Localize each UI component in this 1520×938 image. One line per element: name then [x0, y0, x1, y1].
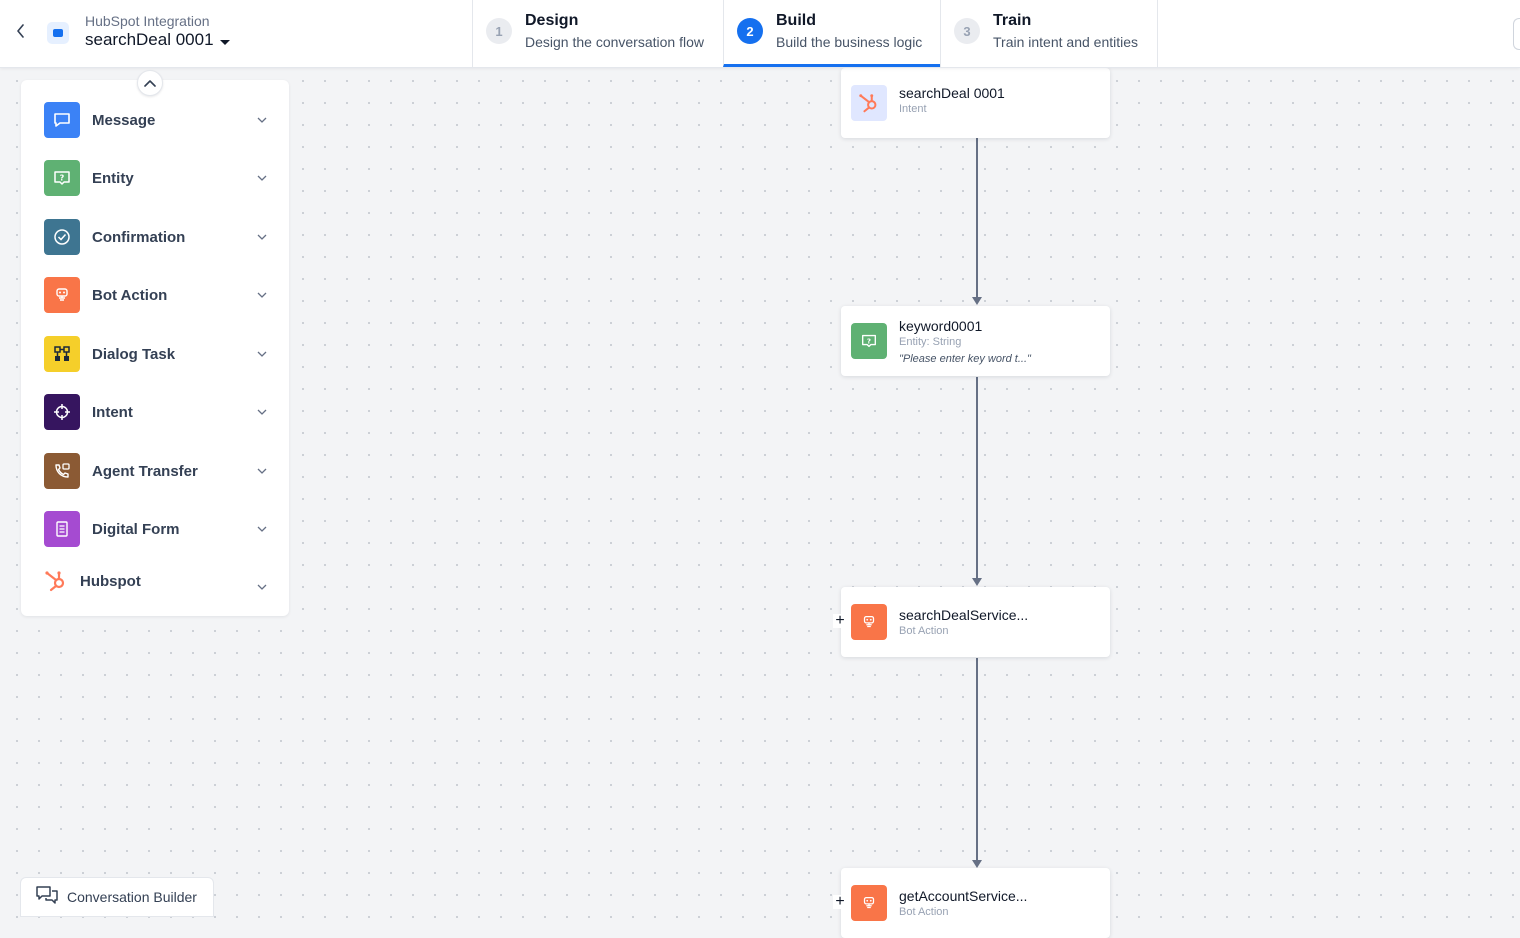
palette-item-hubspot[interactable]: Hubspot [44, 563, 268, 599]
conversation-builder-label: Conversation Builder [67, 889, 197, 905]
palette-item-label: Digital Form [92, 520, 180, 538]
node-prompt: "Please enter key word t..." [899, 353, 1031, 365]
palette-item-intent[interactable]: Intent [44, 394, 268, 430]
palette-item-confirmation[interactable]: Confirmation [44, 219, 268, 255]
message-icon [44, 102, 80, 138]
palette-item-entity[interactable]: ? Entity [44, 160, 268, 196]
caret-down-icon [219, 39, 230, 45]
palette-item-digital-form[interactable]: Digital Form [44, 511, 268, 547]
chevron-down-icon[interactable] [256, 348, 268, 360]
chevron-down-icon[interactable] [256, 523, 268, 535]
chevron-down-icon[interactable] [256, 172, 268, 184]
collapse-palette-button[interactable] [137, 70, 163, 96]
step-train[interactable]: 3 Train Train intent and entities [940, 0, 1158, 67]
bot-action-icon [851, 885, 887, 921]
palette-item-message[interactable]: Message [44, 102, 268, 138]
palette-item-agent-transfer[interactable]: Agent Transfer [44, 453, 268, 489]
flow-connector [976, 377, 978, 579]
palette-item-label: Dialog Task [92, 345, 176, 363]
step-number: 1 [486, 18, 512, 44]
node-palette: Message ? Entity Confirmation Bot Action… [21, 80, 289, 616]
hubspot-icon [44, 569, 68, 593]
palette-item-label: Message [92, 111, 156, 129]
chevron-down-icon[interactable] [256, 581, 268, 593]
agent-transfer-icon [44, 453, 80, 489]
step-number: 3 [954, 18, 980, 44]
arrow-icon [972, 578, 982, 586]
step-subtitle: Design the conversation flow [525, 34, 704, 50]
conversation-builder-button[interactable]: Conversation Builder [20, 877, 214, 917]
side-panel-handle[interactable] [1513, 18, 1520, 50]
intent-icon [44, 394, 80, 430]
step-subtitle: Train intent and entities [993, 34, 1139, 50]
app-logo-icon [47, 22, 69, 44]
node-type: Bot Action [899, 625, 949, 637]
step-title: Build [776, 12, 816, 29]
svg-text:?: ? [60, 174, 65, 183]
node-title: searchDeal 0001 [899, 85, 1005, 101]
palette-item-label: Intent [92, 403, 133, 421]
app-name: HubSpot Integration [85, 13, 210, 29]
entity-icon: ? [851, 323, 887, 359]
digital-form-icon [44, 511, 80, 547]
palette-item-label: Agent Transfer [92, 462, 198, 480]
bot-selector[interactable]: searchDeal 0001 [85, 30, 230, 50]
chevron-down-icon[interactable] [256, 465, 268, 477]
chevron-down-icon[interactable] [256, 406, 268, 418]
palette-item-label: Confirmation [92, 228, 186, 246]
palette-item-label: Entity [92, 169, 134, 187]
step-divider [1157, 0, 1158, 67]
node-type: Entity: String [899, 336, 962, 348]
node-title: getAccountService... [899, 888, 1028, 904]
palette-item-dialog-task[interactable]: Dialog Task [44, 336, 268, 372]
flow-node-bot-action[interactable]: + getAccountService... Bot Action [833, 868, 1110, 938]
arrow-icon [972, 297, 982, 305]
hubspot-icon [851, 85, 887, 121]
add-node-icon[interactable]: + [833, 613, 847, 629]
top-bar: HubSpot Integration searchDeal 0001 1 De… [0, 0, 1520, 68]
svg-text:?: ? [867, 336, 871, 345]
palette-item-bot-action[interactable]: Bot Action [44, 277, 268, 313]
flow-connector [976, 658, 978, 861]
step-design[interactable]: 1 Design Design the conversation flow [472, 0, 724, 67]
step-title: Train [993, 12, 1032, 29]
node-type: Intent [899, 103, 927, 115]
arrow-icon [972, 860, 982, 868]
chevron-down-icon[interactable] [256, 231, 268, 243]
bot-name: searchDeal 0001 [85, 30, 214, 49]
chevron-down-icon[interactable] [256, 289, 268, 301]
step-subtitle: Build the business logic [776, 34, 923, 50]
flow-node-intent[interactable]: searchDeal 0001 Intent [841, 68, 1110, 138]
chevron-down-icon[interactable] [256, 114, 268, 126]
flow-node-bot-action[interactable]: + searchDealService... Bot Action [833, 587, 1110, 657]
node-title: keyword0001 [899, 318, 983, 334]
entity-icon: ? [44, 160, 80, 196]
step-title: Design [525, 12, 579, 29]
palette-item-label: Bot Action [92, 286, 168, 304]
add-node-icon[interactable]: + [833, 894, 847, 910]
step-build[interactable]: 2 Build Build the business logic [723, 0, 941, 67]
flow-connector [976, 138, 978, 298]
step-number: 2 [737, 18, 763, 44]
dialog-task-icon [44, 336, 80, 372]
node-type: Bot Action [899, 906, 949, 918]
bot-action-icon [44, 277, 80, 313]
node-title: searchDealService... [899, 607, 1029, 623]
back-icon[interactable] [10, 20, 32, 42]
flow-node-entity[interactable]: ? keyword0001 Entity: String "Please ent… [841, 306, 1110, 376]
bot-action-icon [851, 604, 887, 640]
confirmation-icon [44, 219, 80, 255]
chat-icon [35, 885, 59, 910]
palette-item-label: Hubspot [80, 572, 141, 590]
